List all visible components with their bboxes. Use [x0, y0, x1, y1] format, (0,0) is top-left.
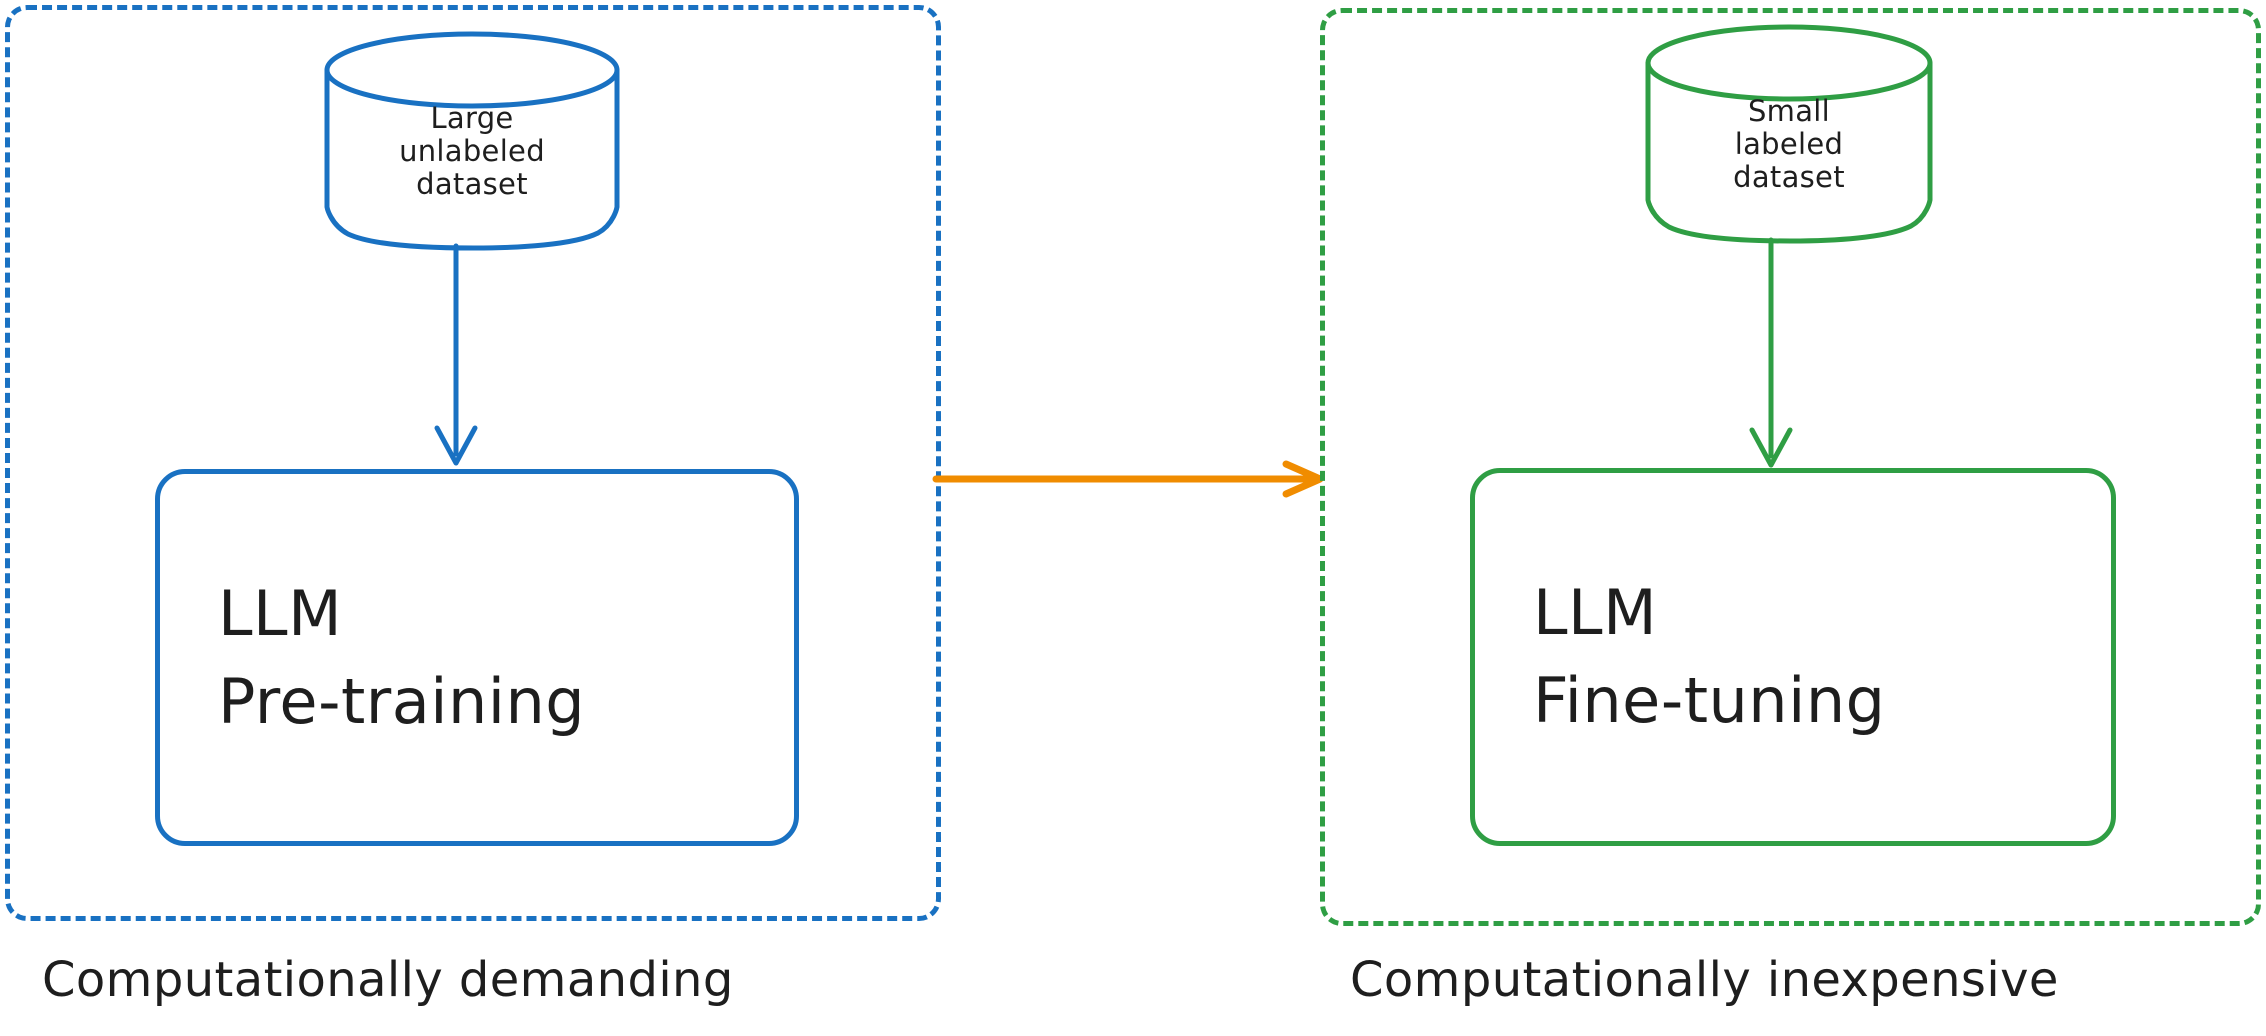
llm-finetuning-line-1: LLM	[1533, 576, 1658, 649]
pretrain-caption: Computationally demanding	[42, 952, 734, 1008]
llm-pretraining-box[interactable]: LLM Pre-training	[155, 469, 799, 846]
llm-pretraining-line-2: Pre-training	[218, 664, 586, 738]
finetune-caption: Computationally inexpensive	[1350, 952, 2059, 1008]
pretrain-dataset-arrow	[420, 243, 492, 472]
finetune-dataset-arrow	[1735, 237, 1807, 474]
finetune-group-container	[1320, 8, 2261, 926]
llm-finetuning-line-2: Fine-tuning	[1533, 664, 1886, 737]
small-labeled-dataset-cylinder: Small labeled dataset	[1643, 23, 1935, 244]
pretrain-group-container	[5, 5, 941, 921]
pretrain-to-finetune-arrow	[930, 455, 1330, 503]
llm-pretraining-line-1: LLM	[218, 576, 343, 650]
llm-finetuning-box[interactable]: LLM Fine-tuning	[1470, 468, 2116, 846]
large-unlabeled-dataset-cylinder: Large unlabeled dataset	[322, 30, 622, 251]
